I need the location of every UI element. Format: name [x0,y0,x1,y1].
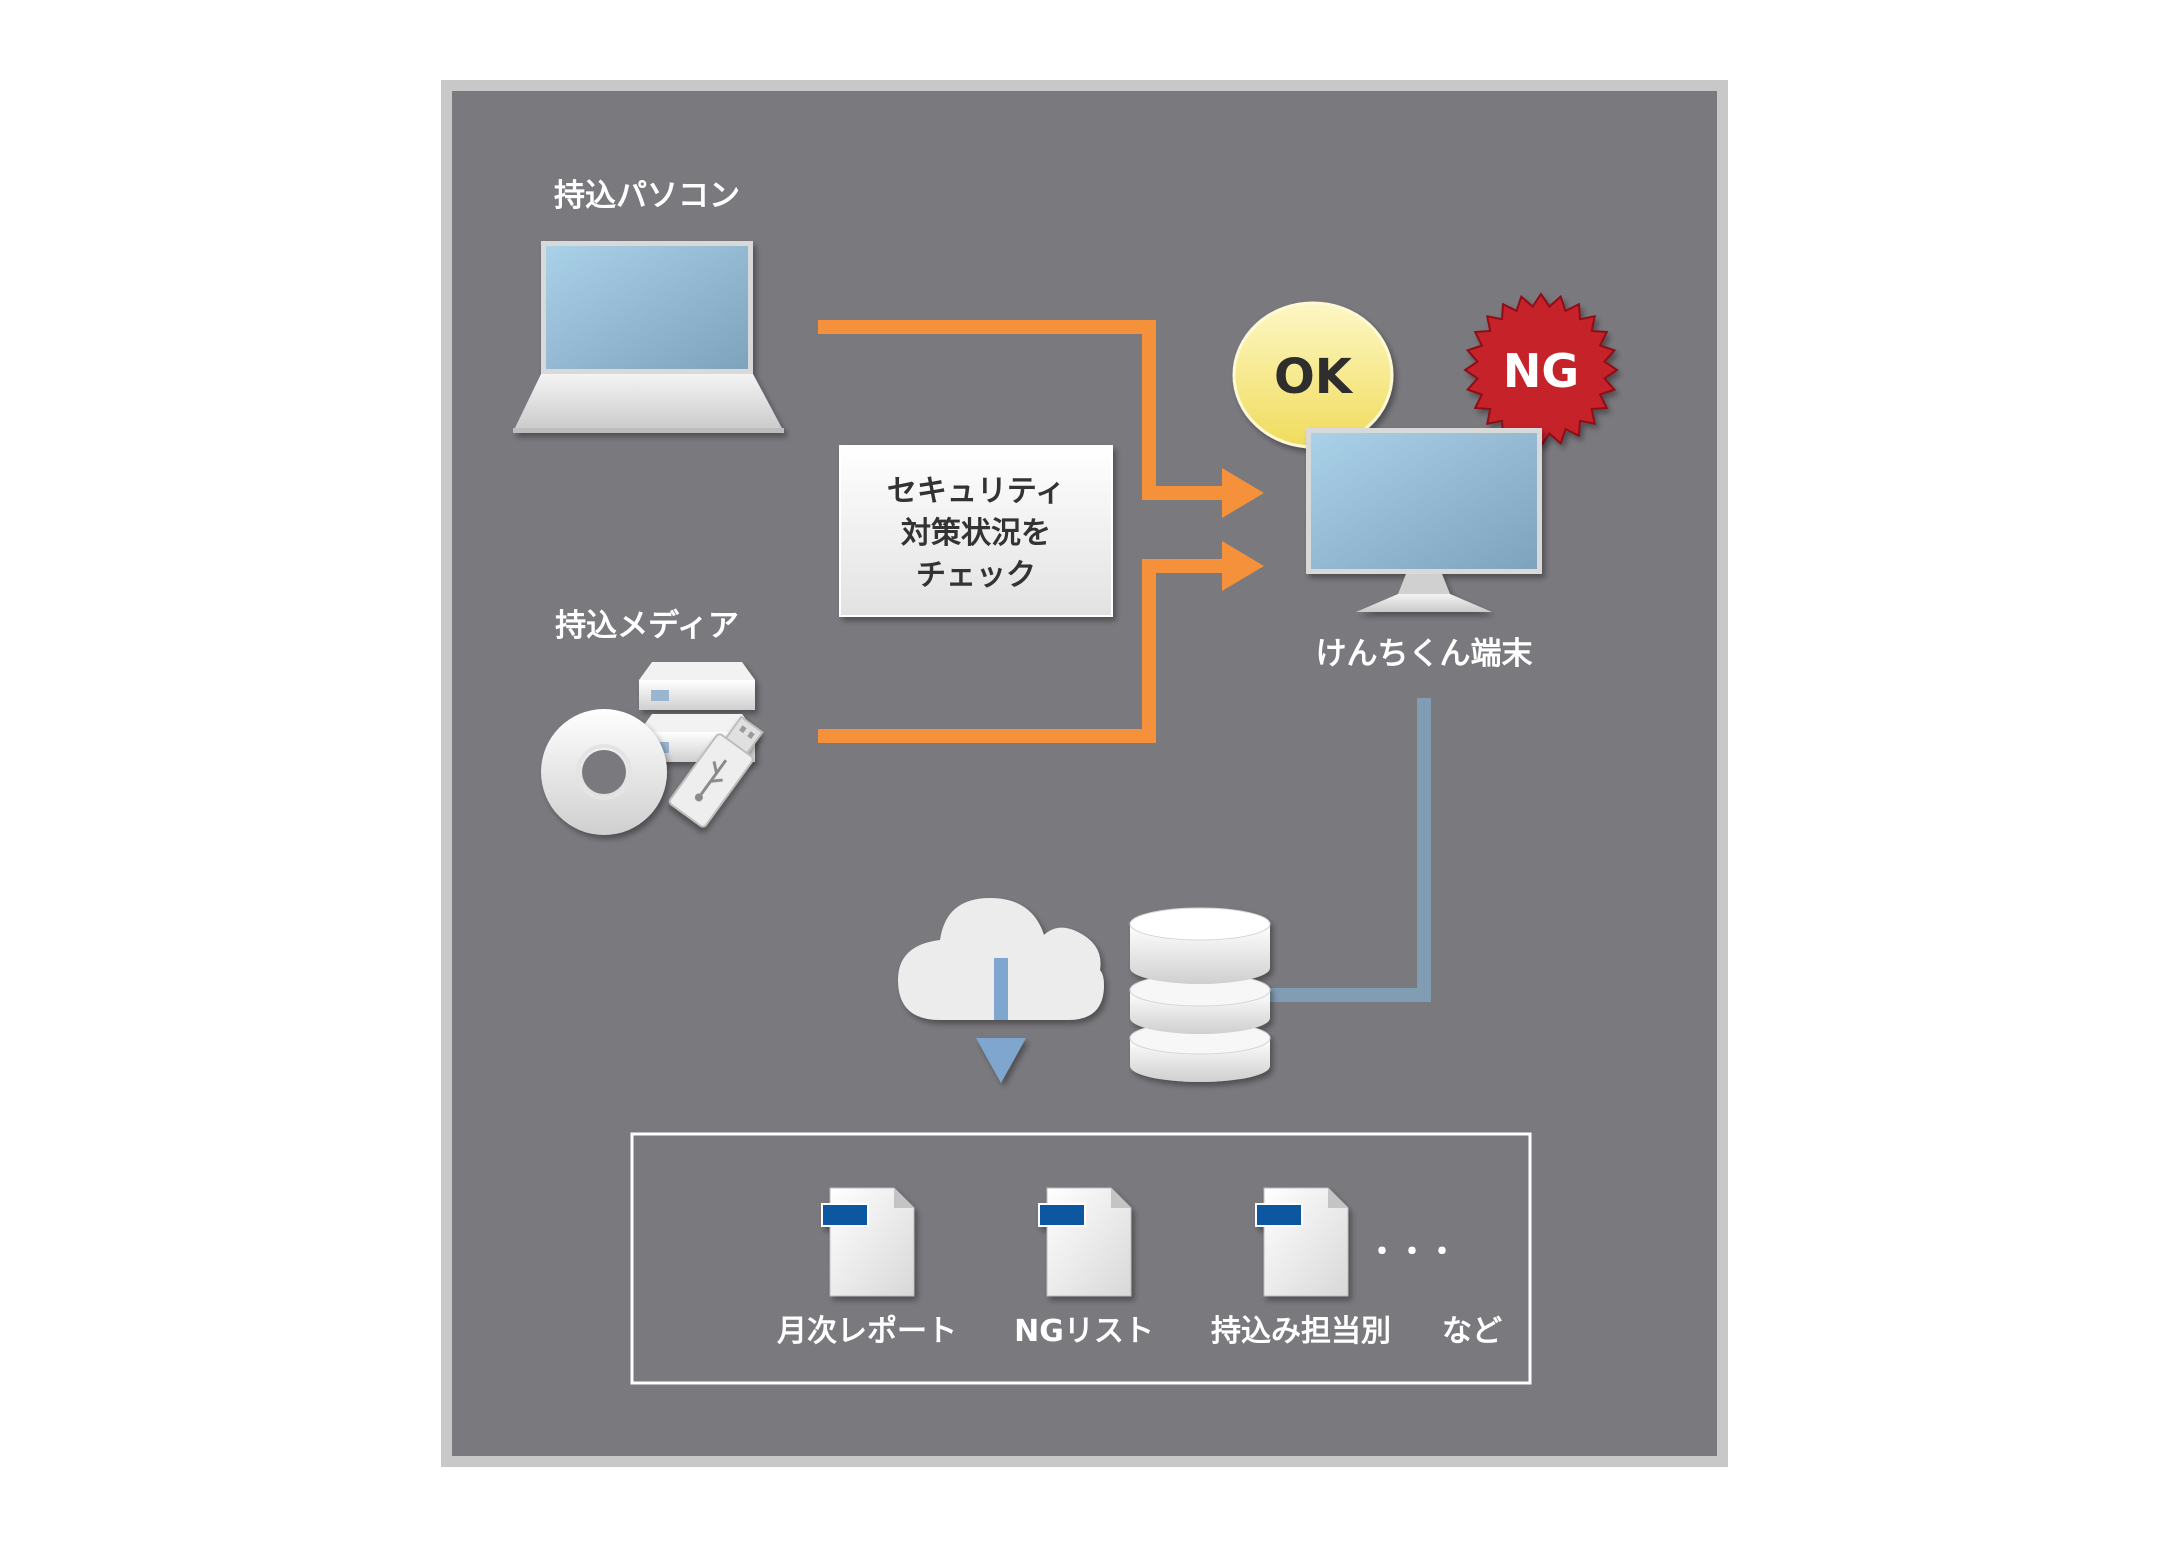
report-label-monthly: 月次レポート [777,1314,957,1349]
document-icon-monthly [821,1187,915,1297]
usb-memory-icon [668,715,764,828]
report-label-ng-list: NGリスト [1014,1314,1154,1349]
document-icon-ng-list [1038,1187,1132,1297]
report-label-by-person: 持込み担当別 [1211,1314,1391,1349]
ok-badge: OK [1232,301,1394,449]
ng-badge: NG [1463,292,1619,448]
check-box-line-3: チェック [916,558,1036,593]
arrow-media-to-terminal [818,541,1264,743]
check-box-line-1: セキュリティ [887,474,1065,509]
media-label: 持込メディア [555,608,739,644]
ok-badge-text: OK [1274,349,1354,405]
report-suffix: など [1442,1314,1502,1349]
terminal-label: けんちくん端末 [1316,636,1533,672]
reports-box [630,1132,1532,1385]
report-ellipsis: ・・・ [1367,1235,1457,1270]
connector-terminal-to-database [1270,698,1431,1002]
database-icon [1129,907,1271,1082]
document-icon-by-person [1255,1187,1349,1297]
cloud-download-icon [898,898,1104,1083]
report-documents [821,1187,1349,1297]
laptop-icon [513,241,784,433]
security-check-box: セキュリティ 対策状況を チェック [839,445,1113,617]
check-box-line-2: 対策状況を [901,516,1051,551]
ng-badge-text: NG [1503,344,1579,398]
arrow-laptop-to-terminal [818,320,1264,518]
cd-icon [541,709,667,835]
laptop-label: 持込パソコン [554,178,740,214]
monitor-icon [1306,428,1542,612]
